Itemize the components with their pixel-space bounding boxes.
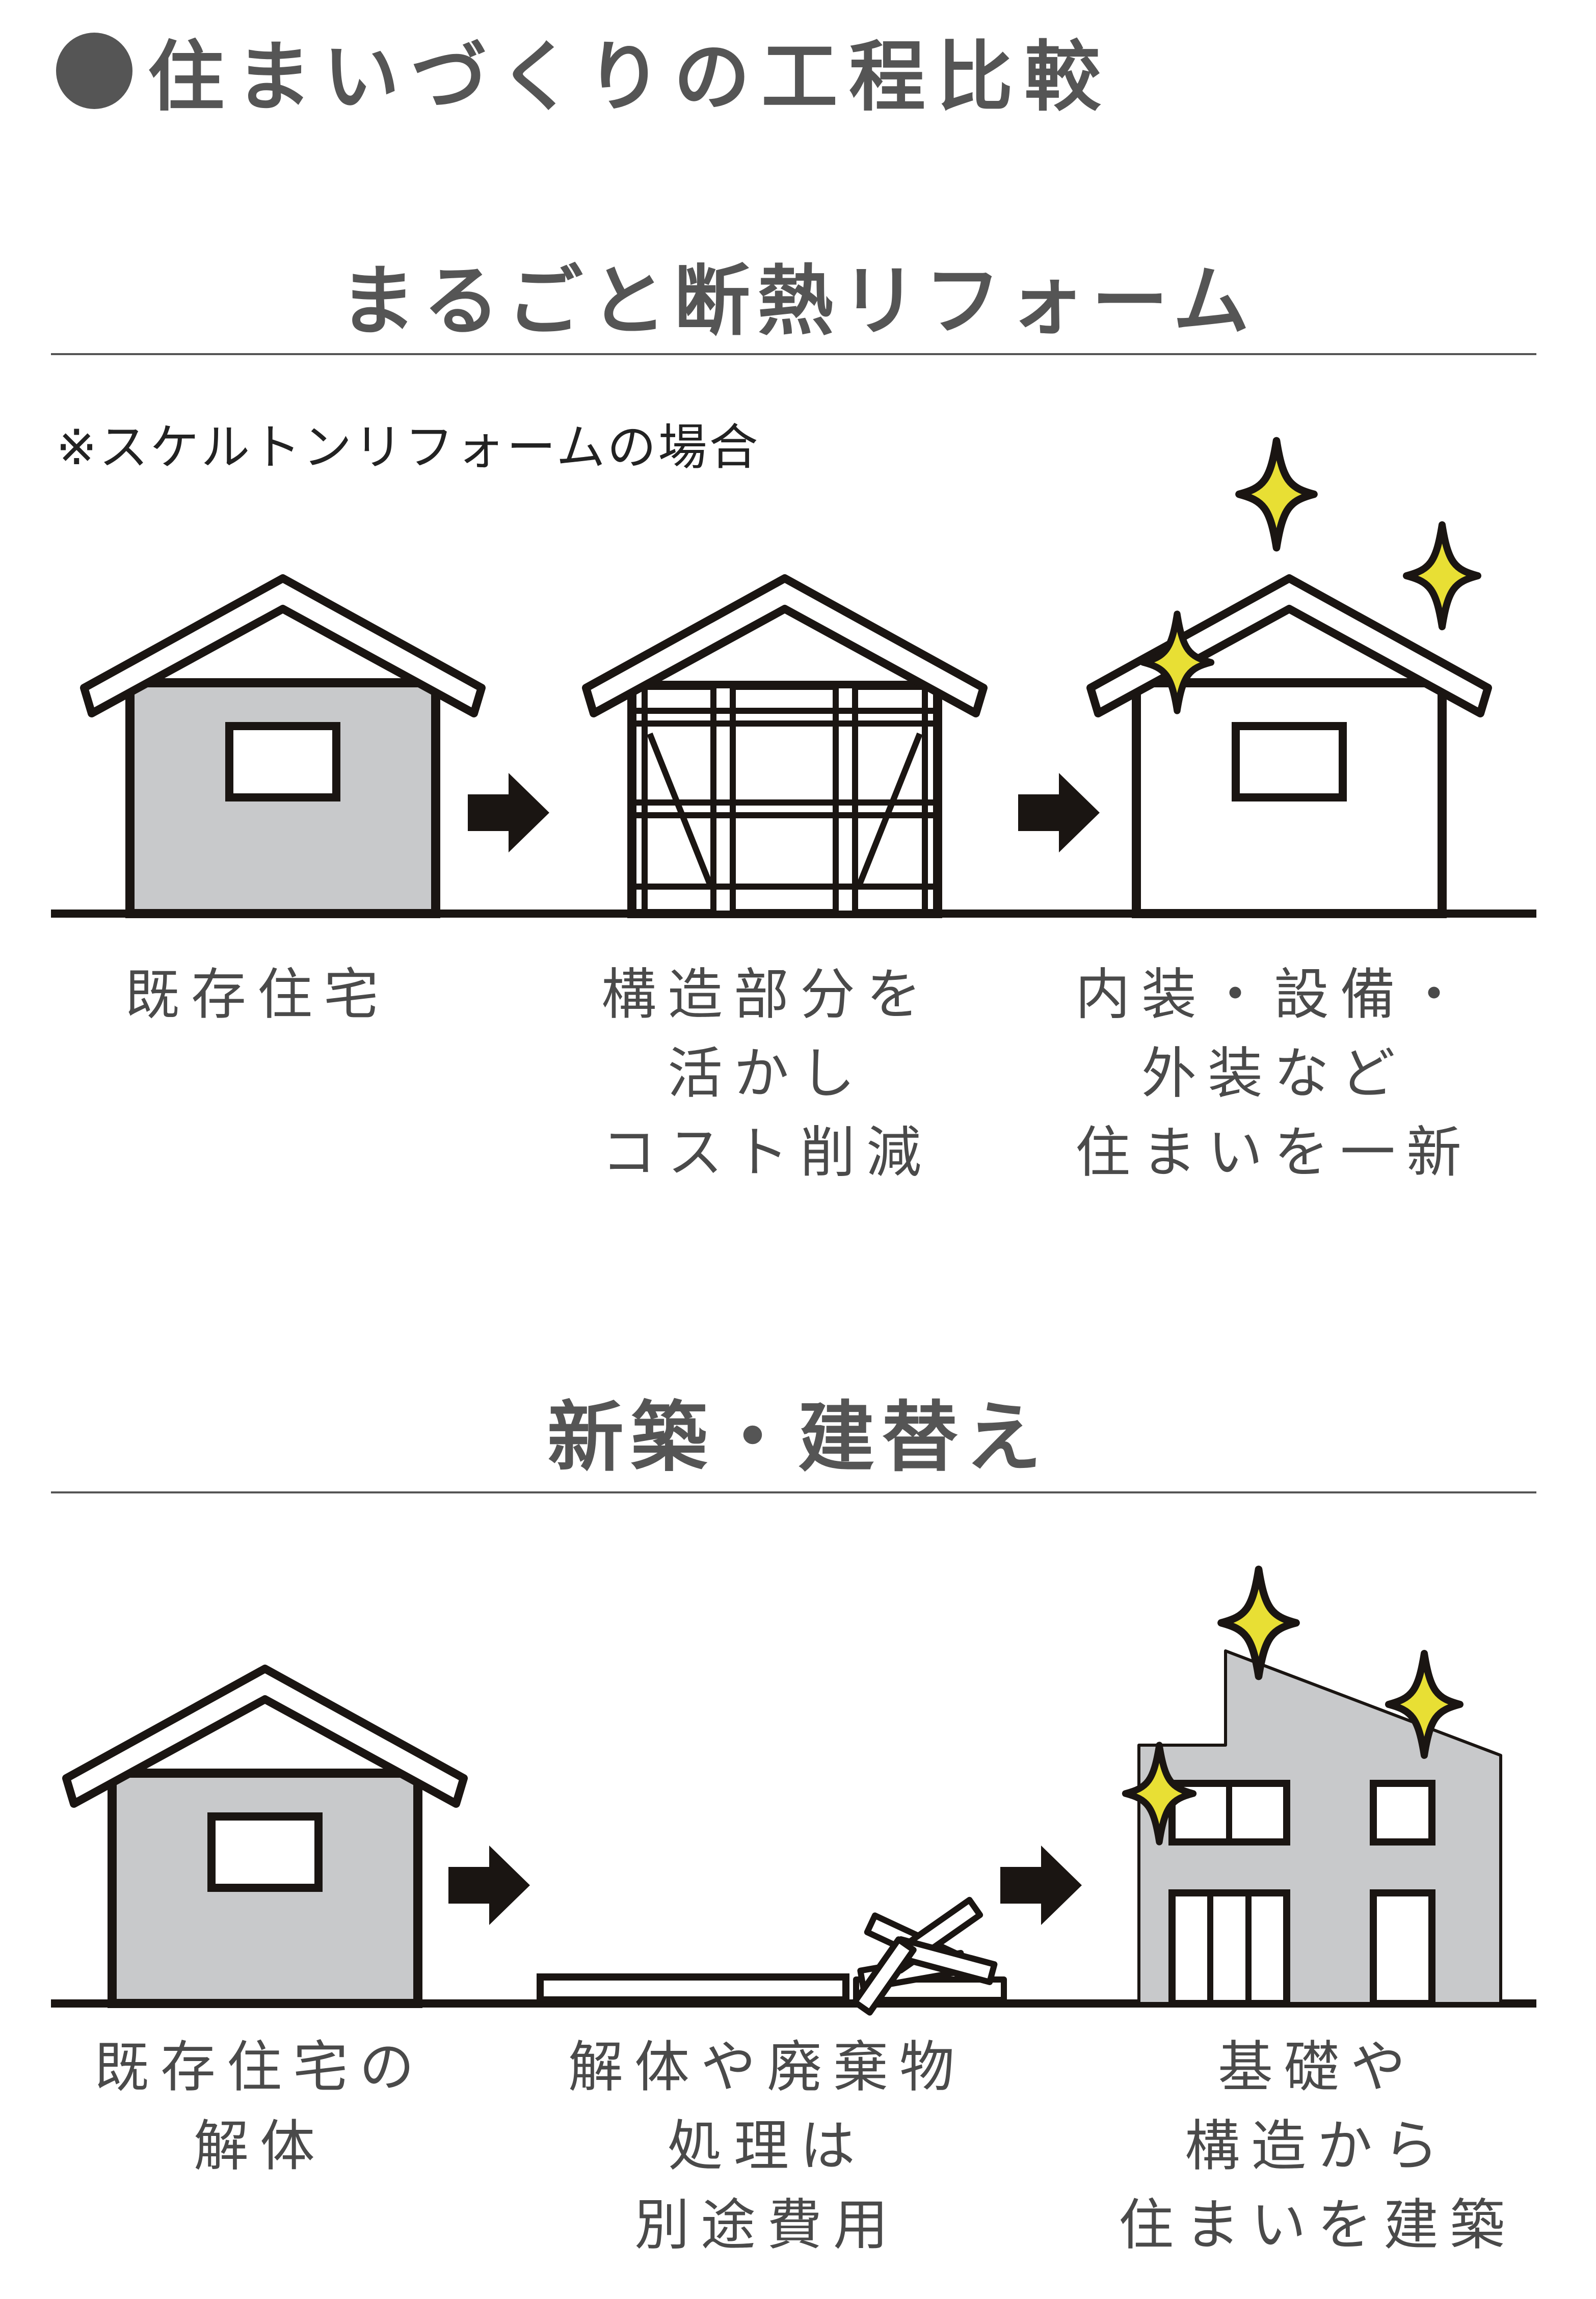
sparkle-icon [1406,525,1478,627]
page-title: 住まいづくりの工程比較 [56,15,1112,126]
rubble-icon [852,1896,1007,2016]
page-title-text: 住まいづくりの工程比較 [148,33,1112,122]
section-title-rebuild: 新築・建替え [547,1394,1049,1482]
caption-existing-house: 既存住宅 [124,963,390,1027]
arrow-right-icon [1000,1846,1082,1925]
frame-house-icon [582,574,988,918]
arrow-right-icon [448,1846,530,1925]
foundation-icon [537,1973,849,2003]
modern-house-icon [1137,1649,1502,2007]
arrow-right-icon [468,773,549,852]
house-icon [62,1665,468,2008]
sparkle-icon [1239,441,1314,548]
house-icon [80,574,486,918]
new-house-icon [1086,574,1492,918]
bullet-dot-icon [56,32,132,109]
caption-demolish: 既存住宅の 解体 [94,2036,425,2178]
section-divider [51,353,1536,355]
section-title-reform: まるごと断熱リフォーム [339,257,1257,346]
caption-renewed-house: 内装・設備・ 外装など 住まいを一新 [1075,963,1473,1185]
caption-new-build: 基礎や 構造から 住まいを建築 [1118,2036,1516,2257]
skeleton-note: ※スケルトンリフォームの場合 [56,419,760,476]
caption-frame-house: 構造部分を 活かし コスト削減 [601,963,933,1185]
section-divider [51,1491,1536,1493]
caption-waste-cost: 解体や廃棄物 処理は 別途費用 [568,2036,966,2257]
arrow-right-icon [1018,773,1100,852]
